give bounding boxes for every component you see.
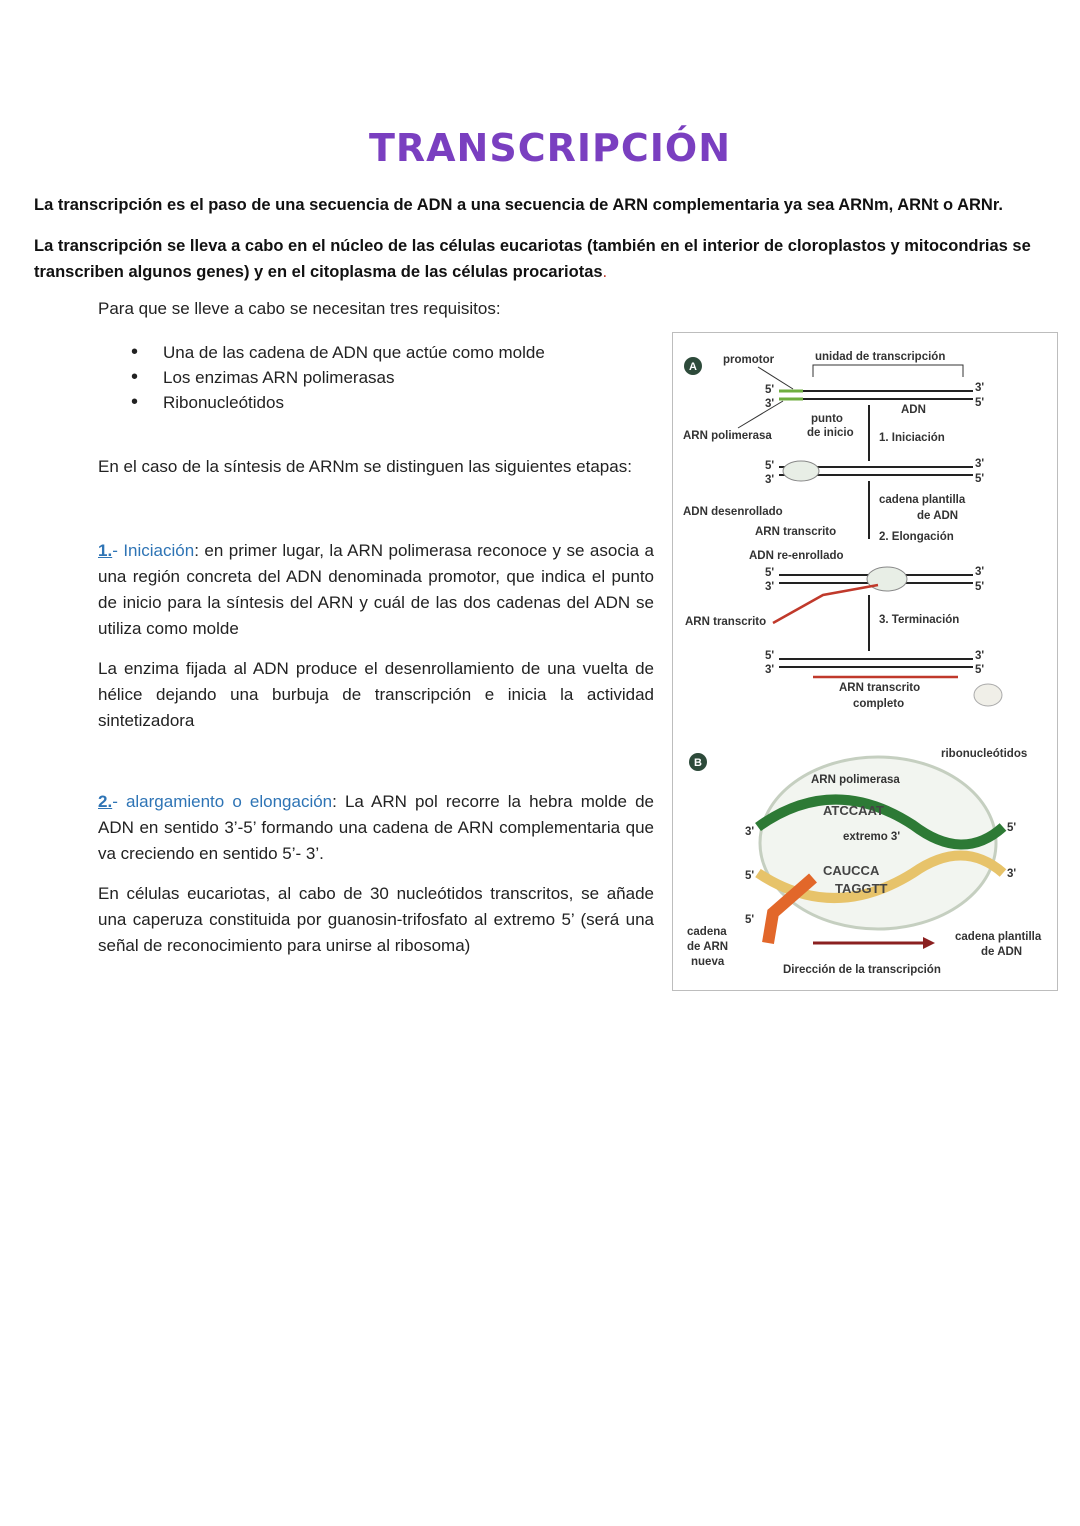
label-3p-b-left: 3' xyxy=(745,826,754,838)
definition-paragraph: La transcripción es el paso de una secue… xyxy=(34,196,1003,214)
location-period: . xyxy=(602,263,608,281)
label-3p-2: 3' xyxy=(765,474,774,486)
label-cadena-arn-3: nueva xyxy=(691,956,725,968)
panel-a-badge xyxy=(684,357,702,375)
diagram-svg: A promotor unidad de transcripción 5' 3'… xyxy=(683,351,1042,976)
bracket-unidad xyxy=(812,364,964,377)
label-unidad: unidad de transcripción xyxy=(815,351,945,363)
label-arn-transcrito-1: ARN transcrito xyxy=(755,526,836,538)
label-3p-3: 3' xyxy=(765,581,774,593)
stage2-paragraph: 2.- alargamiento o elongación: La ARN po… xyxy=(98,789,654,867)
stage2-name: alargamiento o elongación xyxy=(125,792,333,811)
label-5p-b-left: 5' xyxy=(745,870,754,882)
label-3p-1: 3' xyxy=(765,398,774,410)
label-punto: punto xyxy=(811,413,843,425)
stage2-text: : La ARN pol recorre la hebra molde de A… xyxy=(98,792,655,863)
label-arn-completo-2: completo xyxy=(853,698,904,710)
panel-a-label: A xyxy=(689,361,697,373)
list-item: Ribonucleótidos xyxy=(131,390,545,415)
label-cadena-plantilla: cadena plantilla xyxy=(879,494,966,506)
label-5p-3: 5' xyxy=(765,567,774,579)
pointer-promotor xyxy=(757,366,794,390)
label-3p-b-right: 3' xyxy=(1007,868,1016,880)
label-step1: 1. Iniciación xyxy=(879,432,945,444)
transcription-diagram: A promotor unidad de transcripción 5' 3'… xyxy=(672,332,1058,991)
dna-template-top xyxy=(755,794,1007,850)
label-5p-r4: 5' xyxy=(975,664,984,676)
label-ribonucleotidos: ribonucleótidos xyxy=(941,748,1027,760)
label-step3: 3. Terminación xyxy=(879,614,959,626)
stage1-detail: La enzima fijada al ADN produce el desen… xyxy=(98,659,654,730)
label-arn-pol-b: ARN polimerasa xyxy=(811,774,900,786)
label-adn-desenrollado: ADN desenrollado xyxy=(683,506,783,518)
label-cadena-arn-2: de ARN xyxy=(687,941,728,953)
polymerase-2 xyxy=(782,460,820,482)
list-item: Una de las cadena de ADN que actúe como … xyxy=(131,340,545,365)
location-text: La transcripción se lleva a cabo en el n… xyxy=(34,237,1031,281)
polymerase-released xyxy=(973,683,1003,707)
stage1-name: Iniciación xyxy=(123,541,195,560)
label-adn: ADN xyxy=(901,404,926,416)
page-title: TRANSCRIPCIÓN xyxy=(368,126,732,170)
label-arn-pol-a: ARN polimerasa xyxy=(683,430,772,442)
label-adn-reenrollado: ADN re-enrollado xyxy=(749,550,844,562)
label-5p-4: 5' xyxy=(765,650,774,662)
label-5p-2: 5' xyxy=(765,460,774,472)
label-arn-transcrito-2: ARN transcrito xyxy=(685,616,766,628)
direction-arrow-head xyxy=(923,937,935,949)
polymerase-3 xyxy=(866,566,908,592)
panel-b-label: B xyxy=(694,757,702,769)
stage1-paragraph: 1.- Iniciación: en primer lugar, la ARN … xyxy=(98,538,654,642)
stage2-number: 2. xyxy=(98,792,113,811)
stages-intro: En el caso de la síntesis de ARNm se dis… xyxy=(98,457,632,476)
label-3p-r1: 3' xyxy=(975,382,984,394)
label-cadena-arn-1: cadena xyxy=(687,926,727,938)
label-arn-completo-1: ARN transcrito xyxy=(839,682,920,694)
new-rna-tail xyxy=(762,873,817,944)
label-5p-b-right: 5' xyxy=(1007,822,1016,834)
stage2-detail: En células eucariotas, al cabo de 30 nuc… xyxy=(98,884,654,955)
pointer-pol-a xyxy=(737,400,784,429)
list-item: Los enzimas ARN polimerasas xyxy=(131,365,545,390)
panel-b-badge xyxy=(689,753,707,771)
stage1-dash: - xyxy=(112,541,124,560)
label-promotor: promotor xyxy=(723,354,775,366)
label-5p-r2: 5' xyxy=(975,473,984,485)
label-plantilla-b-2: de ADN xyxy=(981,946,1022,958)
label-de-adn-a: de ADN xyxy=(917,510,958,522)
label-5p-r1: 5' xyxy=(975,397,984,409)
stage2-dash: - xyxy=(112,792,126,811)
requirements-list: Una de las cadena de ADN que actúe como … xyxy=(98,340,545,415)
label-plantilla-b-1: cadena plantilla xyxy=(955,931,1042,943)
label-3p-r2: 3' xyxy=(975,458,984,470)
label-direccion: Dirección de la transcripción xyxy=(783,964,941,976)
label-3p-r4: 3' xyxy=(975,650,984,662)
sequence-top: ATCCAAT xyxy=(823,803,884,818)
sequence-mid: CAUCCA xyxy=(823,863,880,878)
label-5p-r3: 5' xyxy=(975,581,984,593)
label-3p-4: 3' xyxy=(765,664,774,676)
sequence-bot: TAGGTT xyxy=(835,881,888,896)
rna-strand-3 xyxy=(772,583,879,625)
requirements-intro: Para que se lleve a cabo se necesitan tr… xyxy=(98,299,501,318)
stage1-text: : en primer lugar, la ARN polimerasa rec… xyxy=(98,541,654,638)
label-extremo3: extremo 3' xyxy=(843,831,900,843)
location-paragraph: La transcripción se lleva a cabo en el n… xyxy=(34,233,1054,285)
stage1-number: 1. xyxy=(98,541,113,560)
label-de-inicio: de inicio xyxy=(807,427,854,439)
label-5p-b-rna: 5' xyxy=(745,914,754,926)
label-step2: 2. Elongación xyxy=(879,531,954,543)
label-5p-1: 5' xyxy=(765,384,774,396)
label-3p-r3: 3' xyxy=(975,566,984,578)
